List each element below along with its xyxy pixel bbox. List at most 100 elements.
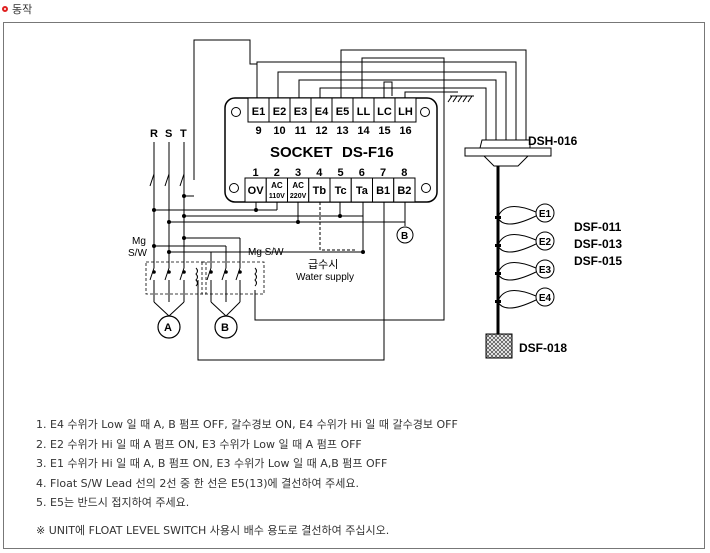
ground-icon (447, 95, 474, 103)
electrode-e2: E2 (495, 231, 555, 253)
buzzer-label: B (401, 231, 408, 242)
electrode-label: E1 (539, 209, 552, 220)
terminal-number: 13 (336, 125, 348, 137)
terminal-lc: LC 15 (373, 97, 396, 137)
contactor-dots (152, 270, 242, 274)
terminal-b1: 7B1 (372, 167, 395, 203)
terminal-number: 11 (295, 125, 307, 137)
terminal-tb: 4Tb (308, 167, 331, 203)
terminal-label: Ta (356, 185, 369, 197)
terminal-label: LH (398, 106, 413, 118)
section-title: 동작 (12, 3, 33, 16)
terminal-label: LL (357, 106, 371, 118)
terminal-label: LC (377, 106, 392, 118)
terminal-label: AC (292, 181, 304, 190)
notes-list: 1. E4 수위가 Low 일 때 A, B 펌프 OFF, 갈수경보 ON, … (36, 415, 458, 513)
note-item: 3. E1 수위가 Hi 일 때 A, B 펌프 ON, E3 수위가 Low … (36, 457, 388, 470)
terminal-number: 6 (359, 167, 365, 179)
terminal-number: 16 (399, 125, 411, 137)
remark-note: ※ UNIT에 FLOAT LEVEL SWITCH 사용시 배수 용도로 결선… (36, 524, 390, 537)
terminal-number: 8 (401, 167, 407, 179)
terminal-label: AC (271, 181, 283, 190)
note-item: 2. E2 수위가 Hi 일 때 A 펌프 ON, E3 수위가 Low 일 때… (36, 437, 362, 451)
socket-title: SOCKET (270, 144, 333, 161)
power-lines (149, 142, 406, 361)
pump-a-label: A (164, 322, 172, 334)
terminal-number: 4 (316, 167, 323, 179)
electrode-icon (535, 231, 555, 251)
mg-switch-1 (145, 261, 207, 295)
terminal-number: 10 (273, 125, 285, 137)
electrode-label: E2 (539, 237, 552, 248)
terminal-label: E4 (315, 106, 329, 118)
terminal-number: 12 (315, 125, 327, 137)
mg-switch-2-label: Mg S/W (248, 247, 284, 258)
terminal-label: OV (248, 185, 265, 197)
terminal-number: 1 (253, 167, 259, 179)
terminal-label: E1 (252, 106, 265, 118)
terminal-e1: E1 9 (247, 97, 270, 137)
electrode-icon (535, 259, 555, 279)
mount-hole-icon (420, 107, 430, 117)
note-item: 4. Float S/W Lead 선의 2선 중 한 선은 E5(13)에 결… (36, 476, 359, 490)
electrode-e4: E4 (495, 287, 555, 309)
pump-b-icon (214, 315, 238, 339)
water-supply-label-ko: 급수시 (308, 258, 338, 271)
electrode-icon (535, 203, 555, 223)
terminal-label: Tb (313, 185, 327, 197)
diagram-frame (3, 22, 705, 549)
terminal-lh: LH 16 (394, 97, 417, 137)
terminal-number: 9 (255, 125, 261, 137)
note-item: 5. E5는 반드시 접지하여 주세요. (36, 496, 190, 509)
top-wires (193, 39, 527, 321)
phase-t-label: T (180, 128, 187, 140)
buzzer-icon (396, 226, 414, 244)
contactor-contacts (149, 267, 257, 317)
mg-switch-1-label-b: S/W (128, 248, 147, 259)
terminal-e4: E4 12 (310, 97, 333, 137)
terminal-number: 2 (274, 167, 280, 179)
electrode-model-1: DSF-011 (574, 220, 622, 234)
float-switch-head (464, 139, 552, 334)
terminal-number: 7 (380, 167, 386, 179)
phase-s-label: S (165, 128, 172, 140)
section-header: 동작 (0, 0, 32, 18)
weight-icon (485, 333, 513, 359)
water-supply-line (319, 202, 356, 251)
water-supply-label-en: Water supply (296, 272, 354, 283)
phase-r-label: R (150, 128, 158, 140)
terminal-label: B1 (376, 185, 390, 197)
mount-hole-icon (231, 107, 241, 117)
electrode-label: E4 (539, 293, 552, 304)
electrode-icon (535, 287, 555, 307)
terminal-ov: 1OV (244, 167, 267, 203)
terminal-number: 3 (295, 167, 301, 179)
terminal-number: 5 (338, 167, 344, 179)
terminal-sublabel: 110V (269, 193, 285, 200)
electrode-label: E3 (539, 265, 552, 276)
terminal-b2: 8B2 (393, 167, 416, 203)
terminal-sublabel: 220V (290, 193, 307, 200)
electrode-model-2: DSF-013 (574, 237, 622, 251)
junction-dots (152, 194, 365, 254)
mount-hole-icon (421, 183, 431, 193)
pump-a-icon (157, 315, 181, 339)
terminal-label: Tc (335, 185, 347, 197)
circle-bullet-icon (2, 6, 8, 12)
socket-model: DS-F16 (342, 144, 394, 161)
weight-label: DSF-018 (519, 341, 567, 355)
terminal-label: E3 (294, 106, 307, 118)
pump-b-label: B (221, 322, 229, 334)
terminal-label: B2 (397, 185, 411, 197)
terminal-number: 15 (378, 125, 390, 137)
mg-switch-2 (201, 261, 265, 295)
terminal-e3: E3 11 (289, 97, 312, 137)
electrode-model-3: DSF-015 (574, 254, 622, 268)
note-item: 1. E4 수위가 Low 일 때 A, B 펌프 OFF, 갈수경보 ON, … (36, 418, 458, 431)
